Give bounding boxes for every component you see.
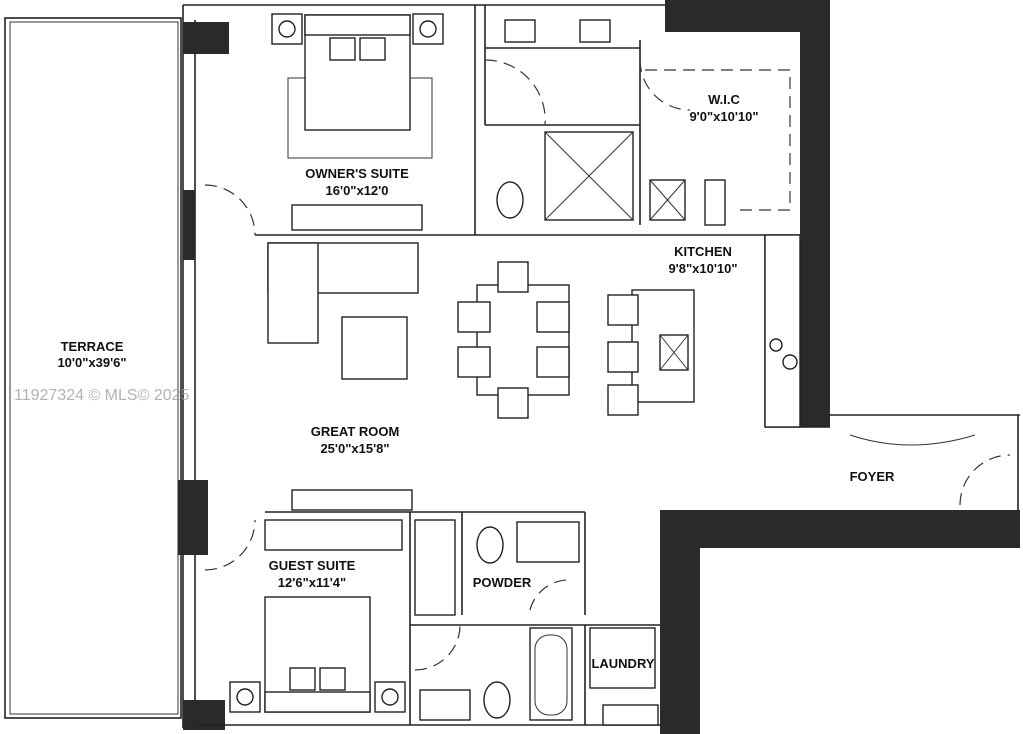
exterior-walls (178, 0, 1020, 734)
guest-suite-size: 12'6"x11'4" (278, 575, 346, 590)
powder-fixtures (419, 521, 659, 726)
powder-label: POWDER (473, 575, 532, 590)
foyer-label: FOYER (850, 469, 895, 484)
guest-suite-label: GUEST SUITE (269, 558, 356, 573)
terrace-size: 10'0"x39'6" (57, 355, 126, 370)
room-labels: TERRACE 10'0"x39'6" OWNER'S SUITE 16'0"x… (57, 92, 895, 671)
kitchen-size: 9'8"x10'10" (668, 261, 737, 276)
wic-label: W.I.C (708, 92, 740, 107)
kitchen-label: KITCHEN (674, 244, 732, 259)
wic-shelving (645, 69, 791, 211)
watermark: 11927324 © MLS© 2025 (14, 387, 190, 404)
sofa (267, 242, 419, 380)
kitchen-island (607, 234, 801, 428)
owners-suite-label: OWNER'S SUITE (305, 166, 409, 181)
doors (204, 59, 1011, 671)
dining-table (457, 261, 570, 419)
master-bath-fixtures (496, 19, 726, 226)
laundry-label: LAUNDRY (591, 656, 654, 671)
great-room-label: GREAT ROOM (311, 424, 400, 439)
wic-size: 9'0"x10'10" (689, 109, 758, 124)
owners-bed (271, 13, 444, 231)
terrace-label: TERRACE (61, 339, 124, 354)
guest-bed (229, 489, 456, 713)
owners-suite-size: 16'0"x12'0 (326, 183, 389, 198)
great-room-size: 25'0"x15'8" (320, 441, 389, 456)
terrace (4, 17, 182, 719)
